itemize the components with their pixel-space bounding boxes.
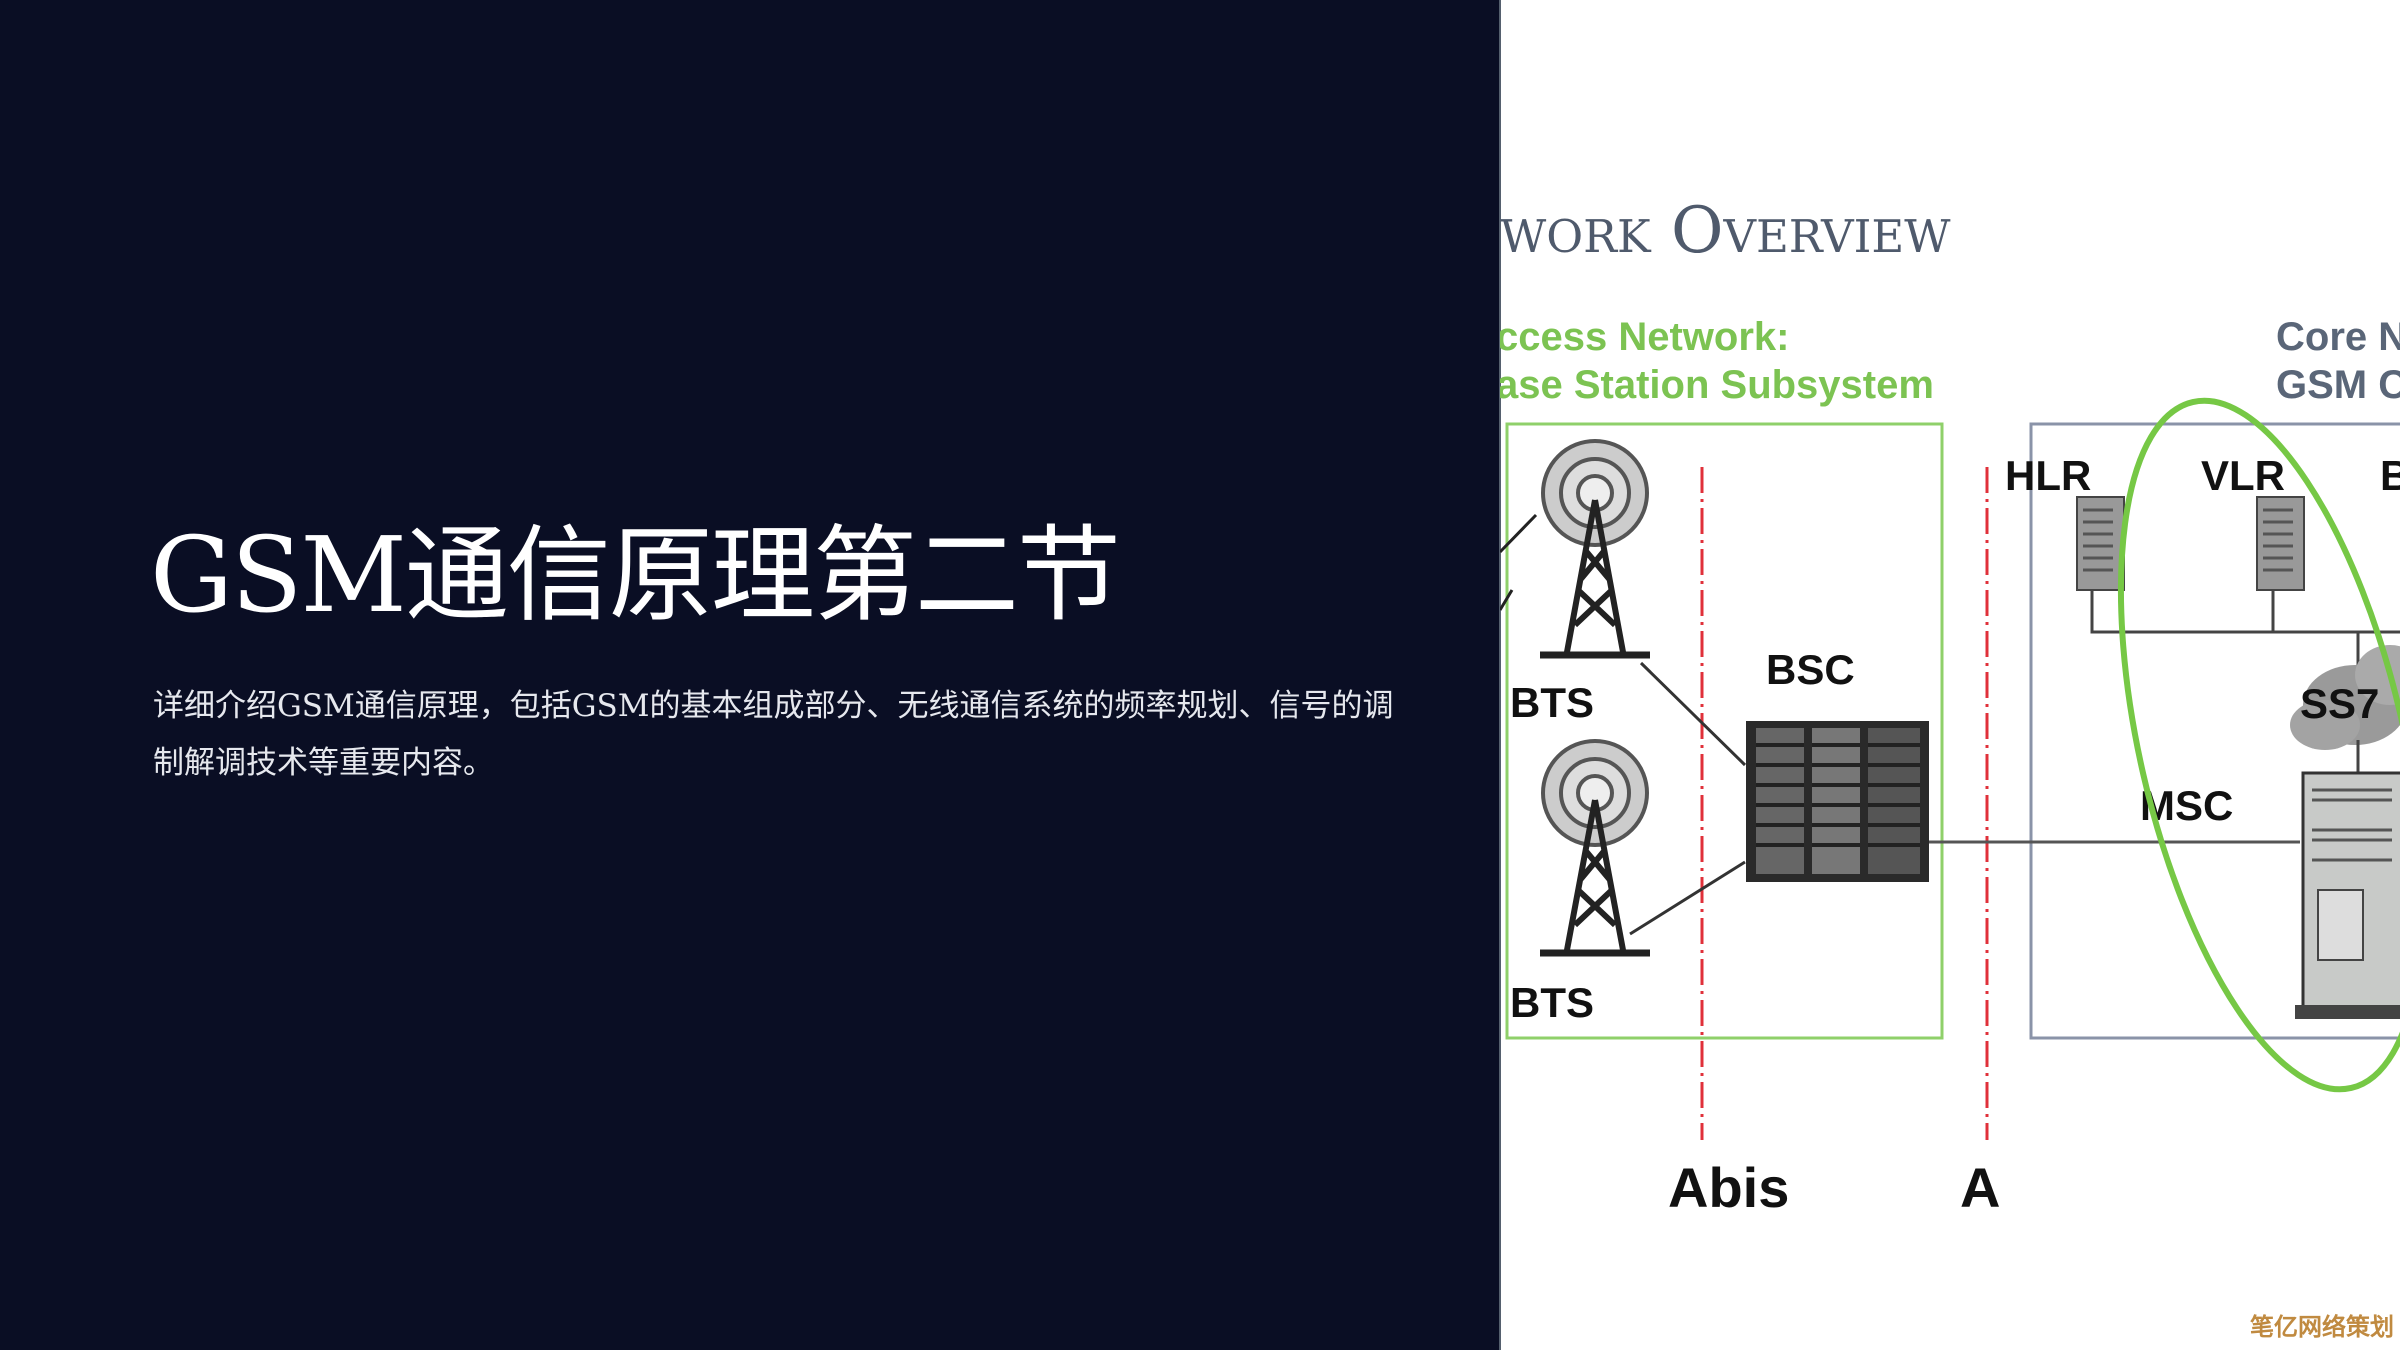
bts-bsc-link [1639, 661, 1747, 767]
bsc-label: BSC [1766, 646, 1855, 693]
gsm-network-diagram: work Overview ccess Network: ase Station… [1500, 194, 2400, 1219]
bss-label: ase Station Subsystem [1500, 363, 1934, 407]
vlr-label: VLR [2201, 452, 2285, 499]
title-panel: GSM通信原理第二节 详细介绍GSM通信原理，包括GSM的基本组成部分、无线通信… [0, 0, 1500, 1350]
radio-link-line [1500, 513, 1538, 554]
abis-interface-label: Abis [1668, 1156, 1789, 1219]
a-interface-label: A [1960, 1156, 2000, 1219]
ss7-label: SS7 [2300, 680, 2379, 727]
radio-link-line [1500, 589, 1514, 611]
bsc-rack-icon [1746, 721, 1929, 882]
bts-label: BTS [1510, 979, 1594, 1026]
partial-node-label: B [2380, 452, 2400, 499]
diagram-heading: work Overview [1500, 194, 1951, 268]
bts-tower-icon [1540, 439, 1650, 659]
hlr-label: HLR [2005, 452, 2091, 499]
watermark: 笔亿网络策划 [2250, 1313, 2394, 1341]
slide-description: 详细介绍GSM通信原理，包括GSM的基本组成部分、无线通信系统的频率规划、信号的… [153, 688, 1394, 781]
bts-bsc-link [1629, 860, 1746, 936]
ss7-cloud-icon [2290, 645, 2400, 750]
gsm-core-highlight-ellipse [2117, 397, 2400, 1093]
core-network-box [2029, 422, 2400, 1040]
slide-title: GSM通信原理第二节 [150, 514, 1121, 636]
msc-server-icon [2295, 771, 2400, 1019]
vlr-server-icon [2256, 496, 2305, 591]
bts-label: BTS [1510, 679, 1594, 726]
bts-tower-icon [1540, 739, 1650, 957]
access-network-box [1505, 422, 1944, 1040]
panel-divider [1499, 0, 1501, 1350]
gsm-core-label: GSM C [2276, 363, 2400, 407]
core-network-label: Core N [2276, 315, 2400, 359]
access-network-label: ccess Network: [1500, 315, 1789, 359]
hlr-server-icon [2076, 496, 2125, 591]
